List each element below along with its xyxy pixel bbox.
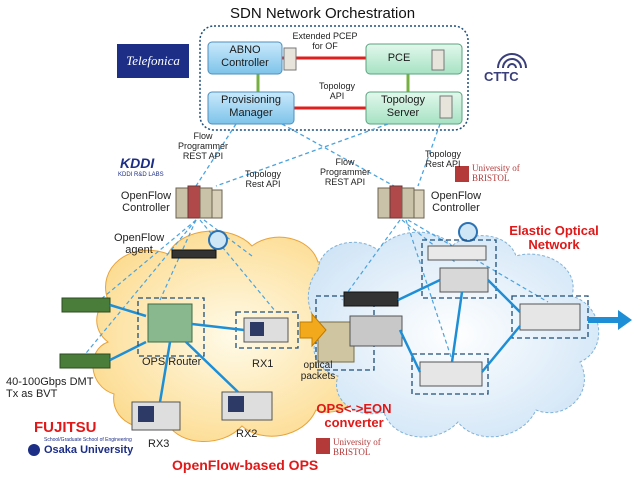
- openflow-logo-icon: [208, 230, 228, 250]
- rx1-label: RX1: [252, 358, 274, 370]
- eon-node-frame: [421, 239, 497, 299]
- pce-label: PCE: [387, 52, 411, 64]
- left-flow-api-label: Flow Programmer REST API: [177, 131, 228, 161]
- api-link: [417, 123, 441, 187]
- orchestration-frame: [199, 25, 469, 131]
- optical-packet-arrow: [299, 312, 327, 348]
- api-link: [215, 123, 389, 187]
- eon-label: Elastic Optical Network: [509, 223, 599, 253]
- converter-label: OPS<->EON converter: [316, 401, 392, 431]
- topology-api-label: Topology API: [318, 81, 356, 101]
- scope-screen: [228, 396, 244, 412]
- rx2-label: RX2: [236, 428, 258, 440]
- right-flow-api-label: Flow Programmer REST API: [319, 157, 370, 187]
- osaka-logo-icon: [28, 444, 40, 456]
- bristol-logo-bottom: University of BRISTOL: [333, 437, 381, 457]
- left-topology-api-label: Topology Rest API: [244, 169, 282, 189]
- api-link: [195, 123, 237, 187]
- bristol-logo-top: University of BRISTOL: [472, 163, 520, 183]
- api-link: [281, 123, 395, 187]
- optical-packets-label: optical packets: [300, 360, 336, 382]
- left-controller-label: OpenFlow Controller: [120, 190, 172, 215]
- topology-server-label: Topology Server: [380, 94, 426, 119]
- cttc-logo: [497, 53, 527, 69]
- bristol-crest-icon: [455, 166, 469, 182]
- provisioning-box: [207, 91, 295, 125]
- osaka-logo: Osaka University: [44, 444, 134, 456]
- abno-box: [207, 41, 283, 75]
- fujitsu-logo: FUJITSU: [34, 419, 97, 436]
- right-controller-label: OpenFlow Controller: [430, 190, 482, 215]
- kddi-logo: KDDI: [120, 155, 155, 171]
- openflow-agent-device: [171, 249, 217, 259]
- scope-screen: [250, 322, 264, 336]
- dmt-board: [59, 353, 111, 369]
- server-icon: [283, 47, 297, 71]
- telefonica-logo: Telefonica: [117, 44, 189, 78]
- scope-screen: [138, 406, 154, 422]
- topology-server-box: [365, 91, 463, 125]
- eon-cloud: [307, 231, 600, 438]
- osaka-sub-logo: School/Graduate School of Engineering: [44, 437, 132, 443]
- server-icon: [439, 95, 453, 119]
- eon-node-frame: [411, 353, 489, 395]
- eon-links: [397, 278, 521, 373]
- eon-egress-arrow: [588, 310, 632, 330]
- left-controller-servers: [175, 185, 223, 219]
- ops-network-label: OpenFlow-based OPS: [172, 457, 319, 473]
- server-icon: [431, 49, 445, 71]
- kddi-sub-logo: KDDI R&D LABS: [118, 172, 164, 178]
- openflow-agent-label: OpenFlow agent: [114, 232, 165, 257]
- ops-router-label: OPS Router: [142, 356, 202, 368]
- openflow-logo-icon: [458, 222, 478, 242]
- rx3-label: RX3: [148, 438, 170, 450]
- dmt-board: [61, 297, 111, 313]
- provisioning-manager-label: Provisioning Manager: [221, 94, 281, 119]
- cttc-logo-text: CTTC: [484, 69, 519, 84]
- bristol-crest-icon: [316, 438, 330, 454]
- dmt-label: 40-100Gbps DMT Tx as BVT: [6, 376, 94, 401]
- abno-controller-label: ABNO Controller: [221, 44, 269, 69]
- right-controller-servers: [377, 185, 425, 219]
- link: [109, 303, 147, 318]
- orchestration-title: SDN Network Orchestration: [230, 5, 416, 22]
- ops-links: [158, 322, 245, 403]
- pcep-label: Extended PCEP for OF: [292, 31, 358, 51]
- ops-router-board: [147, 303, 193, 343]
- ops-router-frame: [137, 297, 205, 357]
- link: [109, 340, 147, 362]
- right-topology-api-label: Topology Rest API: [424, 149, 462, 169]
